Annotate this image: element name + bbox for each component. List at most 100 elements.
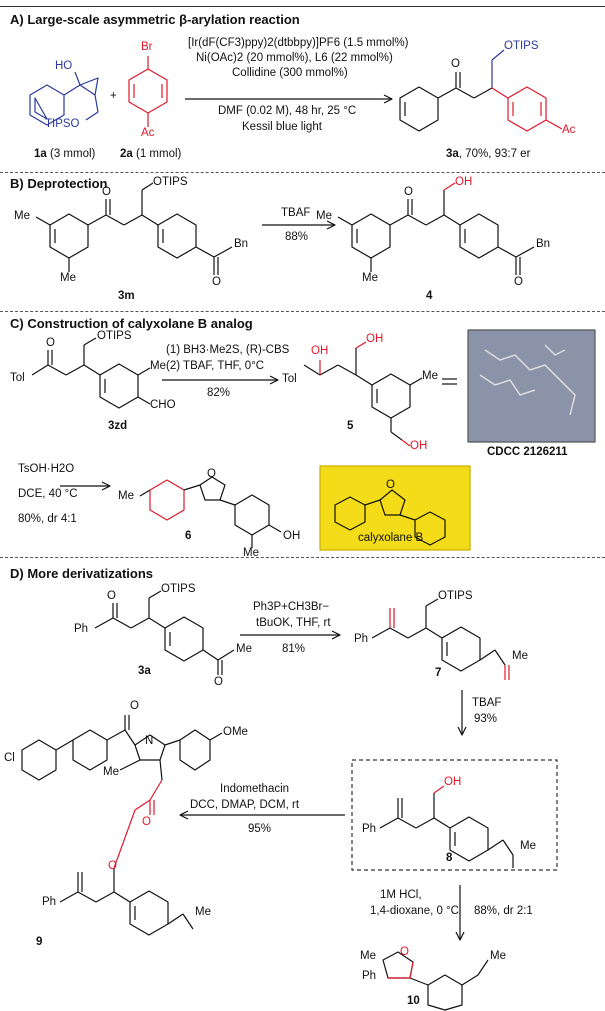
- yield-wittig: 81%: [282, 643, 306, 655]
- molecule-7: [371, 598, 506, 672]
- label-o2-3m: O: [212, 276, 221, 288]
- molecule-8: [379, 793, 514, 868]
- compound-5: 5: [347, 420, 354, 432]
- label-oh-8: OH: [444, 776, 462, 788]
- label-me-10: Me: [360, 950, 376, 962]
- reagent-tbaf-b: TBAF: [281, 207, 311, 219]
- plus-sign: +: [110, 90, 117, 102]
- label-o-3a: O: [451, 58, 460, 70]
- label-ph-3a-d: Ph: [74, 623, 89, 635]
- label-tol-3zd: Tol: [10, 372, 25, 384]
- condition-a-2: Ni(OAc)2 (20 mmol%), L6 (22 mmol%): [196, 52, 393, 64]
- label-o-3m: O: [102, 186, 111, 198]
- compound-4: 4: [426, 290, 433, 302]
- top-rule: [0, 6, 605, 7]
- label-cl-9: Cl: [4, 752, 15, 764]
- label-o2-3a-d: O: [214, 676, 223, 688]
- label-o3-9: O: [108, 860, 117, 872]
- condition-hcl-1: 1M HCl,: [380, 889, 422, 901]
- condition-c-5: 80%, dr 4:1: [18, 513, 77, 525]
- label-tol-5: Tol: [282, 373, 297, 385]
- molecule-1a: [29, 71, 99, 126]
- label-br: Br: [141, 41, 153, 53]
- label-o-calyx: O: [386, 479, 395, 491]
- label-otips-3m: OTIPS: [153, 176, 188, 188]
- label-ph-9: Ph: [42, 896, 57, 908]
- molecule-3zd: [31, 337, 151, 409]
- label-me-3m-2: Me: [60, 272, 76, 284]
- condition-a-5: Kessil blue light: [242, 121, 322, 133]
- condition-a-3: Collidine (300 mmol%): [232, 67, 348, 79]
- label-ome-9: OMe: [223, 726, 248, 738]
- section-c-title: C) Construction of calyxolane B analog: [10, 316, 253, 331]
- reagent-tbaf-d: TBAF: [472, 697, 502, 709]
- molecule-10: [382, 951, 489, 1011]
- label-oh-4: OH: [455, 176, 473, 188]
- label-o-3a-d: O: [107, 590, 116, 602]
- label-me-4-1: Me: [316, 210, 332, 222]
- compound-1a: 1a (3 mmol): [34, 148, 96, 160]
- label-o2-9: O: [142, 816, 151, 828]
- label-me-6: Me: [118, 490, 134, 502]
- label-oh-6: OH: [283, 530, 301, 542]
- label-o-3zd: O: [46, 337, 55, 349]
- condition-hcl-2: 1,4-dioxane, 0 °C: [370, 905, 459, 917]
- label-tipso: TIPSO: [45, 118, 80, 130]
- label-me-4-2: Me: [362, 272, 378, 284]
- section-a-title: A) Large-scale asymmetric β-arylation re…: [10, 12, 300, 27]
- label-ho: HO: [55, 60, 73, 72]
- label-me-9: Me: [103, 766, 119, 778]
- yield-c-1: 82%: [207, 387, 231, 399]
- label-oh-5-2: OH: [366, 333, 384, 345]
- condition-c-1: (1) BH3·Me2S, (R)-CBS: [166, 344, 290, 356]
- compound-7: 7: [435, 667, 442, 679]
- molecule-5: [303, 348, 423, 441]
- label-me-8: Me: [520, 840, 536, 852]
- label-otips-3a: OTIPS: [504, 40, 539, 52]
- divider-b-c: [0, 311, 605, 312]
- label-me-5: Me: [422, 370, 438, 382]
- compound-6: 6: [185, 530, 192, 542]
- label-o-9: O: [130, 700, 139, 712]
- yield-hcl: 88%, dr 2:1: [474, 905, 533, 917]
- label-bn-3m: Bn: [234, 238, 249, 250]
- compound-3zd: 3zd: [108, 420, 128, 432]
- label-me2-10: Me: [490, 950, 506, 962]
- molecule-6: [139, 476, 282, 548]
- yield-tbaf-d: 93%: [474, 713, 498, 725]
- label-me-7: Me: [512, 650, 528, 662]
- condition-c-4: DCE, 40 °C: [18, 488, 78, 500]
- ccdc-label: CDCC 2126211: [487, 446, 568, 458]
- molecule-3m: [35, 182, 233, 275]
- yield-b: 88%: [285, 231, 309, 243]
- label-ph-10: Ph: [362, 970, 377, 982]
- label-otips-7: OTIPS: [438, 590, 473, 602]
- calyxolane-b-label: calyxolane B: [358, 532, 424, 544]
- molecule-3a-d: [94, 590, 235, 675]
- label-me-3a-d: Me: [236, 643, 252, 655]
- label-n-9: N: [145, 735, 154, 747]
- condition-wittig-1: Ph3P+CH3Br−: [253, 601, 330, 613]
- label-me2-9: Me: [195, 906, 211, 918]
- label-cho-3zd: CHO: [150, 399, 176, 411]
- section-d-title: D) More derivatizations: [10, 566, 154, 581]
- label-oh-5-1: OH: [311, 345, 329, 357]
- label-otips-3a-d: OTIPS: [161, 583, 196, 595]
- molecule-3a-aryl: [491, 86, 563, 132]
- condition-c-2: (2) TBAF, THF, 0°C: [166, 360, 265, 372]
- molecule-3a-silyl: [491, 49, 505, 88]
- compound-3m: 3m: [118, 290, 135, 302]
- divider-a-b: [0, 172, 605, 173]
- compound-2a: 2a (1 mmol): [120, 148, 182, 160]
- intermediate-8-box: [351, 759, 558, 871]
- condition-ester-2: DCC, DMAP, DCM, rt: [190, 799, 300, 811]
- condition-a-1: [Ir(dF(CF3)ppy)2(dtbbpy)]PF6 (1.5 mmol%): [188, 37, 409, 49]
- molecule-calyxolane-b: [334, 489, 446, 546]
- compound-10: 10: [407, 995, 420, 1007]
- label-o-4: O: [404, 186, 413, 198]
- yield-ester: 95%: [248, 823, 272, 835]
- molecule-2a: [128, 56, 168, 127]
- label-ac: Ac: [141, 127, 155, 139]
- label-me-3zd: Me: [150, 360, 166, 372]
